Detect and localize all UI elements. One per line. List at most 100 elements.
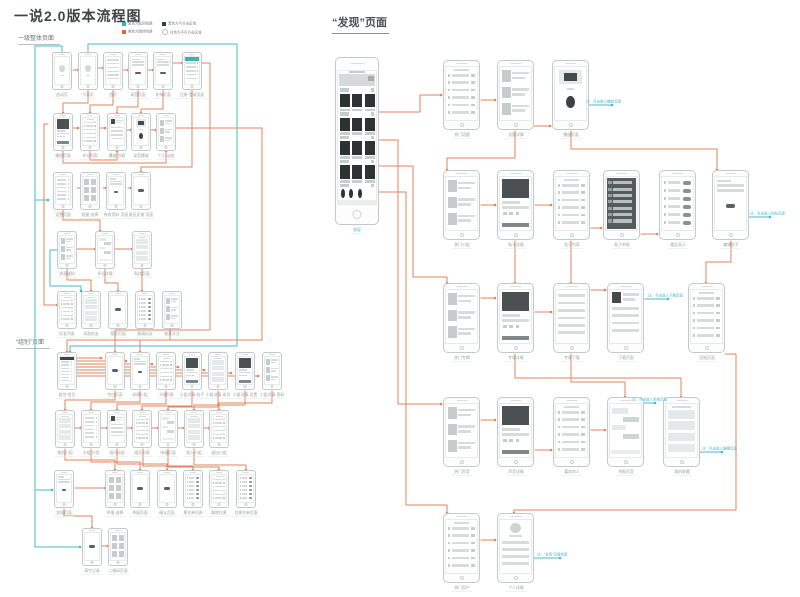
jump-flow-line	[90, 448, 141, 471]
phone-label: 发布页面	[152, 92, 174, 99]
phone-wireframe	[81, 410, 101, 448]
phone-wireframe	[106, 172, 126, 210]
phone-home-button	[113, 385, 117, 388]
phone-screen	[714, 176, 747, 231]
phone-screen	[158, 117, 174, 146]
legend-label: 橙色为跳转线路	[128, 30, 153, 34]
phone-screen	[184, 56, 200, 85]
flow-arrow-dot	[493, 98, 497, 102]
phone-screen	[499, 403, 532, 458]
phone-home-button	[619, 233, 624, 237]
phone-speaker	[701, 285, 712, 287]
phone-wireframe	[107, 410, 127, 448]
phone-speaker	[135, 54, 141, 55]
phone-screen	[158, 356, 174, 385]
phone-home-button	[244, 503, 248, 506]
phone-label: 热门话题	[451, 132, 472, 139]
phone-screen	[137, 295, 153, 324]
phone-home-button	[190, 385, 194, 388]
phone-screen	[82, 176, 98, 205]
phone-screen	[445, 403, 478, 458]
phone-screen	[238, 474, 254, 503]
phone-screen	[55, 117, 71, 146]
legend-swatch-circle	[162, 29, 168, 35]
phone-screen	[555, 403, 588, 458]
phone-home-button	[116, 324, 120, 327]
phone-wireframe	[607, 397, 644, 467]
flow-arrow-dot	[103, 126, 107, 130]
phone-label: 帖子列表	[561, 242, 582, 249]
phone-screen	[264, 356, 280, 385]
annotation-note: 注：“发现”页面结束	[537, 553, 568, 557]
flow-arrow-dot	[549, 448, 553, 452]
phone-screen	[337, 70, 377, 205]
phone-label: 小组列表	[155, 392, 177, 399]
phone-label: 播放·列表	[105, 153, 129, 160]
phone-label: 私信页面	[131, 271, 153, 278]
phone-wireframe	[553, 283, 590, 353]
phone-speaker	[215, 354, 221, 355]
phone-label: 回帖页面	[696, 355, 717, 362]
phone-wireframe	[108, 291, 128, 329]
phone-home-button	[192, 443, 196, 446]
jump-flow-line	[64, 448, 116, 471]
annotation-note: 注：点击进入回帖页面	[750, 212, 785, 216]
flow-arrow-dot	[493, 538, 497, 542]
phone-label: 组员列表	[131, 450, 153, 457]
phone-screen	[55, 176, 71, 205]
phone-screen	[133, 117, 149, 146]
phone-home-button	[459, 460, 464, 464]
phone-speaker	[137, 472, 143, 473]
return-flow-line	[49, 249, 82, 292]
phone-speaker	[456, 285, 467, 287]
phone-screen	[59, 235, 75, 264]
phone-screen	[605, 176, 638, 231]
phone-label: 退出小组	[208, 450, 230, 457]
phone-screen	[185, 474, 201, 503]
phone-screen	[159, 474, 175, 503]
phone-speaker	[114, 115, 120, 116]
phone-speaker	[138, 115, 144, 116]
phone-home-button	[140, 264, 144, 267]
phone-wireframe	[603, 170, 640, 240]
phone-label: 喜欢的人	[561, 469, 582, 476]
phone-wireframe	[443, 397, 480, 467]
phone-wireframe	[209, 470, 229, 508]
phone-wireframe	[183, 470, 203, 508]
jump-flow-line	[90, 390, 141, 411]
jump-flow-line	[167, 448, 220, 471]
phone-speaker	[510, 399, 521, 401]
phone-label: 加入小组	[183, 450, 205, 457]
phone-home-button	[623, 460, 628, 464]
flow-arrow-dot	[549, 310, 553, 314]
phone-home-button	[62, 503, 66, 506]
phone-wireframe	[156, 352, 176, 390]
flow-arrow-dot	[50, 488, 54, 492]
phone-wireframe	[132, 231, 152, 269]
phone-speaker	[89, 530, 95, 531]
phone-screen	[690, 289, 723, 344]
jump-flow-line	[378, 94, 442, 113]
legend-item: 蓝色为返回线路	[122, 21, 177, 28]
phone-screen	[109, 414, 125, 443]
phone-wireframe	[80, 113, 100, 151]
phone-home-button	[140, 443, 144, 446]
phone-label: 拉黑名单页面	[231, 510, 261, 517]
phone-speaker	[112, 354, 118, 355]
phone-label: 编辑帖子	[720, 242, 741, 249]
legend-item: 黑色为可点击区域	[162, 21, 224, 28]
phone-home-button	[191, 503, 195, 506]
phone-home-button	[164, 385, 168, 388]
flow-arrow-dot	[603, 428, 607, 432]
phone-home-button	[139, 205, 143, 208]
phone-screen	[132, 356, 148, 385]
phone-speaker	[138, 174, 144, 175]
jump-flow-line	[514, 353, 682, 398]
phone-home-button	[459, 346, 464, 350]
flow-arrow-dot	[99, 356, 103, 360]
phone-label: 首页	[106, 92, 120, 99]
phone-wireframe	[54, 470, 74, 508]
phone-speaker	[269, 354, 275, 355]
phone-wireframe	[57, 231, 77, 269]
phone-wireframe	[131, 172, 151, 210]
